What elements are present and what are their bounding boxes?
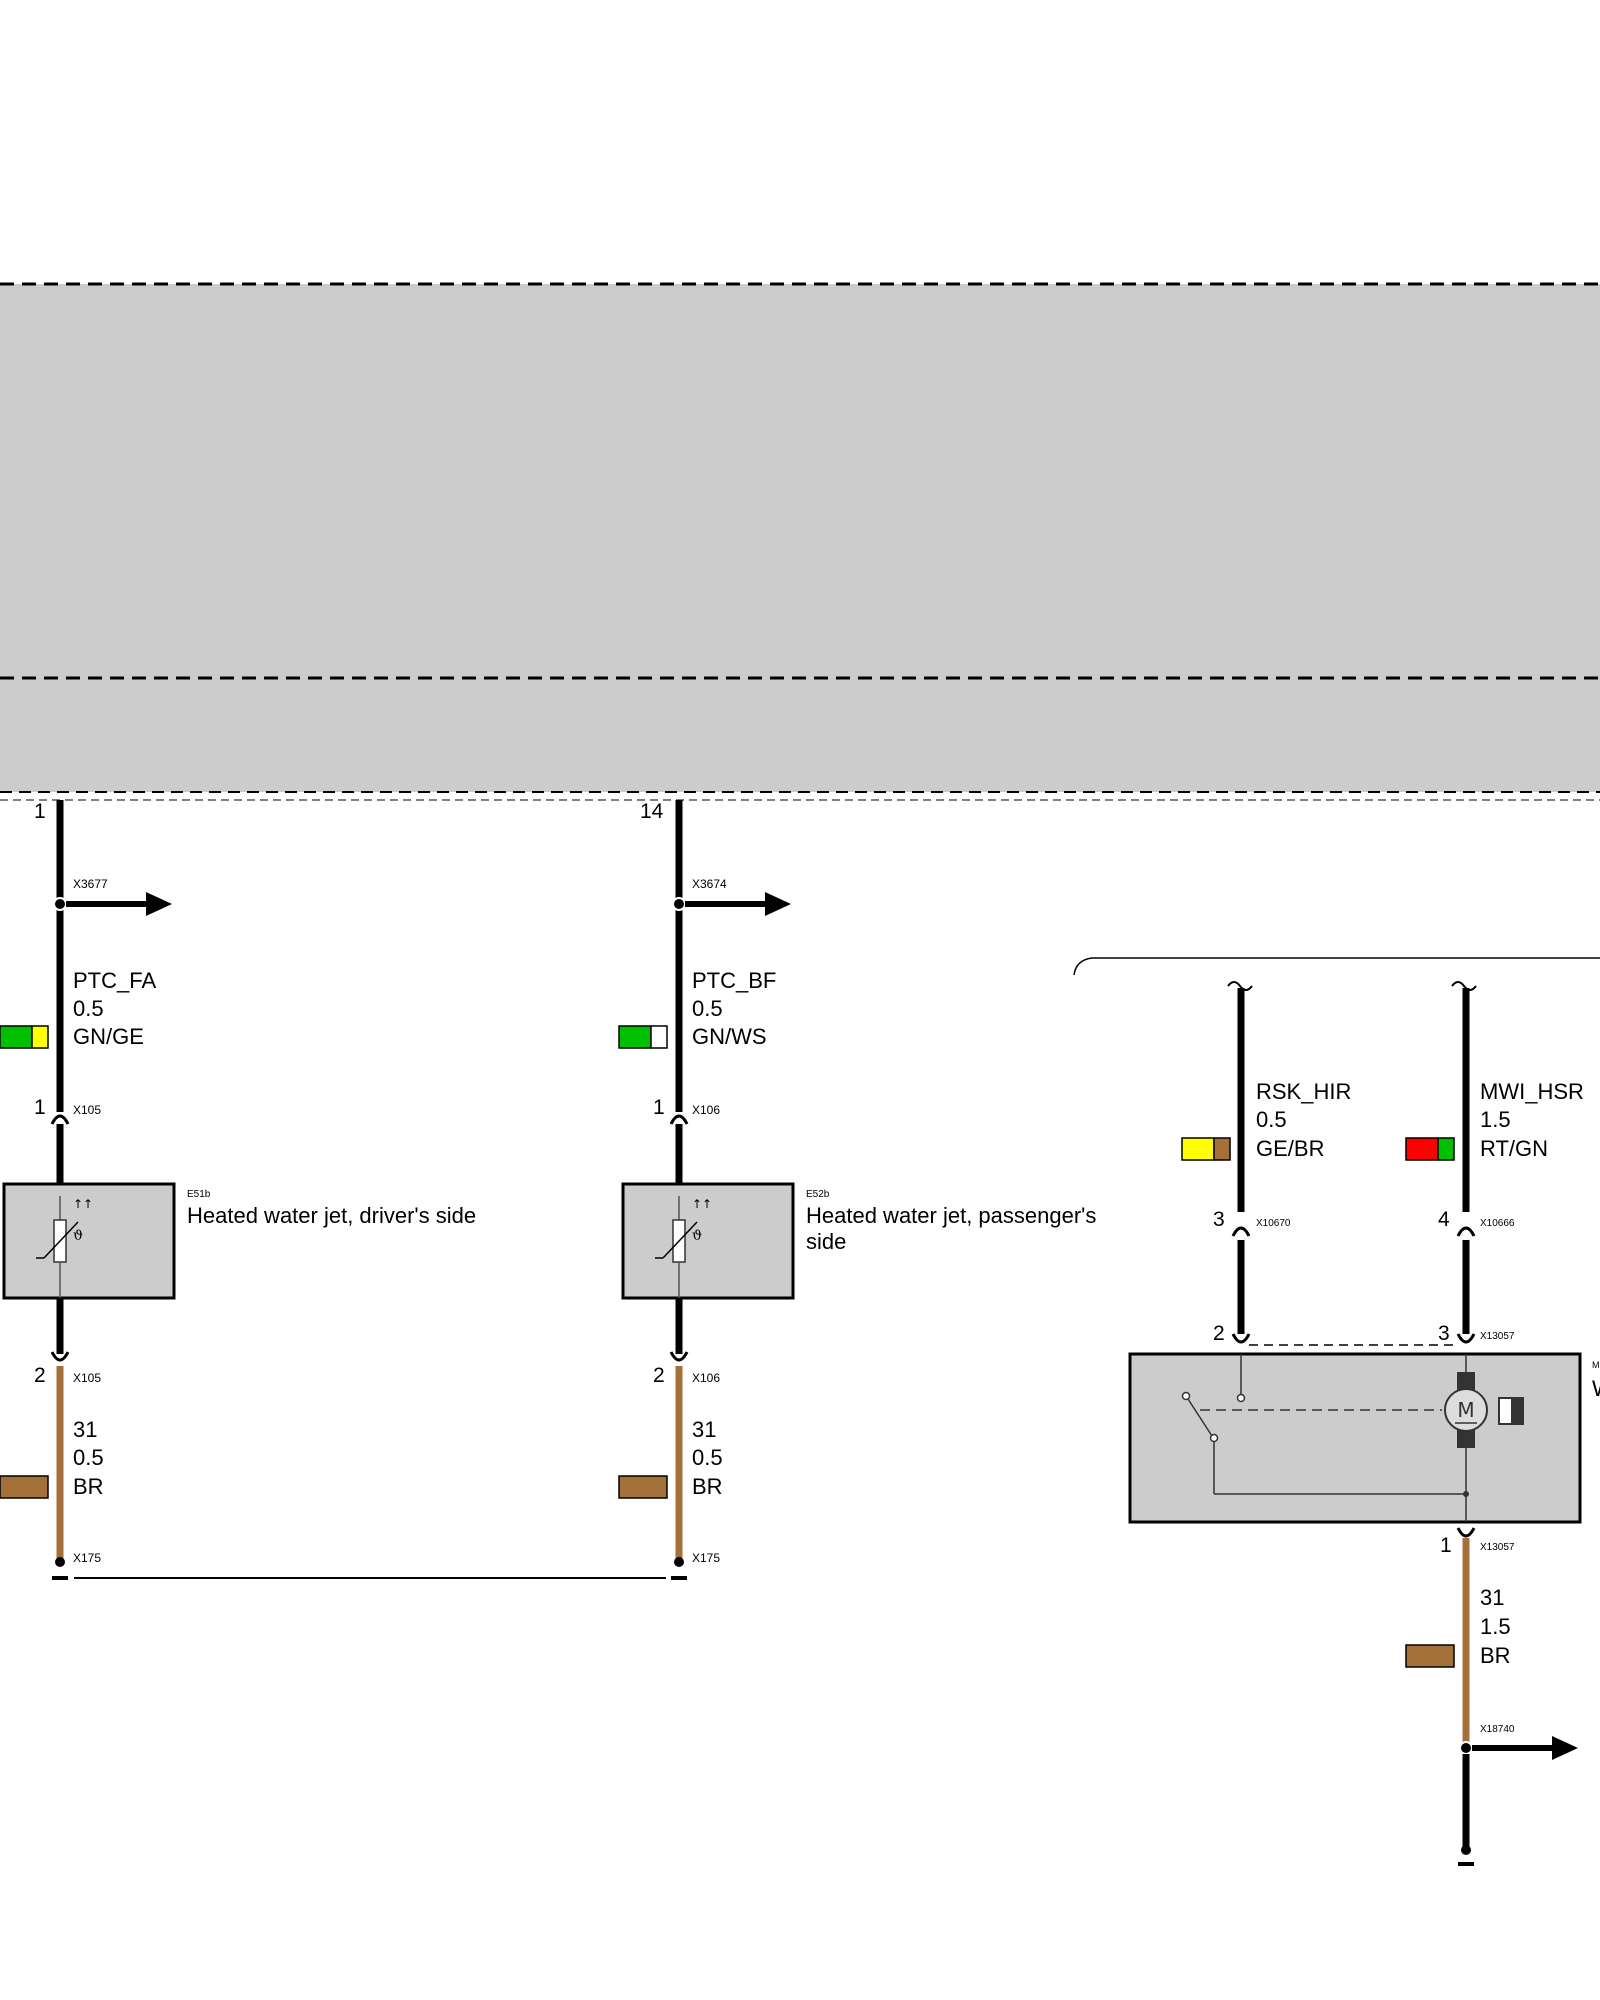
middle-branch-arrow-icon (765, 892, 791, 916)
middle-ptc-heater-icon: ϑ ↑↑ (655, 1196, 712, 1298)
svg-text:ϑ: ϑ (692, 1228, 702, 1244)
left-branch-node (53, 897, 67, 911)
svg-text:↑↑: ↑↑ (73, 1197, 93, 1211)
wire-a-color: GE/BR (1256, 1136, 1324, 1161)
left-ground-signal: 31 (73, 1417, 97, 1442)
wire-a-socket (1231, 1226, 1251, 1237)
wiper-motor-box (1128, 1352, 1582, 1524)
control-unit-housing (0, 282, 1600, 801)
motor-connector: X13057 (1480, 1331, 1515, 1342)
left-pin1: 1 (34, 1096, 46, 1119)
right-branch-arrow-icon (1552, 1736, 1578, 1760)
left-ground-connector: X175 (73, 1551, 101, 1565)
middle-socket-bottom (669, 1351, 689, 1362)
right-circuit: RSK_HIR 0.5 GE/BR 3 X10670 2 MWI_HSR 1.5… (1073, 957, 1600, 1866)
middle-top-pin: 14 (640, 800, 664, 823)
left-component-name: Heated water jet, driver's side (187, 1203, 476, 1228)
switch-lever-icon (1187, 1398, 1213, 1437)
middle-circuit: 14 X3674 PTC_BF 0.5 GN/WS 1 X106 ϑ ↑↑ E5… (618, 800, 1096, 1580)
left-top-pin: 1 (34, 800, 46, 823)
left-component-box (2, 1182, 176, 1300)
middle-wire-color: GN/WS (692, 1024, 767, 1049)
middle-wire-signal: PTC_BF (692, 968, 776, 993)
motor-brush-top-icon (1457, 1372, 1475, 1390)
right-ground-pin: 1 (1440, 1534, 1452, 1557)
left-ground-color-swatch (0, 1475, 49, 1499)
right-ground-color: BR (1480, 1643, 1511, 1668)
left-conn-top: X105 (73, 1103, 101, 1117)
wire-a-connector: X10670 (1256, 1218, 1291, 1229)
right-ground-size: 1.5 (1480, 1614, 1511, 1639)
wire-b-signal: MWI_HSR (1480, 1079, 1584, 1104)
middle-ground-connector: X175 (692, 1551, 720, 1565)
wire-b-break-icon (1451, 981, 1477, 991)
middle-socket-top (669, 1114, 689, 1125)
wire-a-pin: 3 (1213, 1208, 1225, 1231)
wire-b-pin: 4 (1438, 1208, 1450, 1231)
middle-ground-size: 0.5 (692, 1445, 723, 1470)
wire-a-signal: RSK_HIR (1256, 1079, 1351, 1104)
left-ptc-heater-icon: ϑ ↑↑ (36, 1196, 93, 1298)
middle-wire-size: 0.5 (692, 996, 723, 1021)
switch-contact-icon (1181, 1391, 1191, 1401)
left-pin2: 2 (34, 1364, 46, 1387)
left-ground-size: 0.5 (73, 1445, 104, 1470)
left-wire-color-swatch (0, 1025, 49, 1049)
wire-a-color-swatch (1181, 1137, 1231, 1161)
middle-component-id: E52b (806, 1189, 830, 1200)
right-ground-connector: X13057 (1480, 1542, 1515, 1553)
wire-b-size: 1.5 (1480, 1107, 1511, 1132)
middle-conn-top: X106 (692, 1103, 720, 1117)
wire-b-color-swatch (1405, 1137, 1455, 1161)
left-circuit: 1 X3677 PTC_FA 0.5 GN/GE 1 X105 ϑ ↑↑ (0, 800, 476, 1580)
right-ground-color-swatch (1405, 1644, 1455, 1668)
wire-a-size: 0.5 (1256, 1107, 1287, 1132)
left-wire-color: GN/GE (73, 1024, 144, 1049)
motor-name-partial: W (1592, 1376, 1600, 1401)
right-branch-node (1459, 1741, 1473, 1755)
middle-conn-bottom: X106 (692, 1371, 720, 1385)
middle-ground-color-swatch (618, 1475, 668, 1499)
left-socket-top (50, 1114, 70, 1125)
wire-b-color: RT/GN (1480, 1136, 1548, 1161)
middle-component-name-line2: side (806, 1229, 846, 1254)
svg-text:ϑ: ϑ (73, 1228, 83, 1244)
middle-ground-signal: 31 (692, 1417, 716, 1442)
svg-text:↑↑: ↑↑ (692, 1197, 712, 1211)
middle-branch-node (672, 897, 686, 911)
left-socket-bottom (50, 1351, 70, 1362)
middle-pin1: 1 (653, 1096, 665, 1119)
wire-b-socket (1456, 1226, 1476, 1237)
left-wire-signal: PTC_FA (73, 968, 156, 993)
middle-branch-connector: X3674 (692, 877, 727, 891)
left-conn-bottom: X105 (73, 1371, 101, 1385)
middle-component-box (621, 1182, 795, 1300)
middle-wire-color-swatch (618, 1025, 668, 1049)
wiper-motor-internals: M (1181, 1354, 1524, 1522)
left-branch-arrow-icon (146, 892, 172, 916)
middle-ground-color: BR (692, 1474, 723, 1499)
middle-component-name-line1: Heated water jet, passenger's (806, 1203, 1096, 1228)
left-wire-size: 0.5 (73, 996, 104, 1021)
right-group-bracket (1073, 957, 1600, 976)
wire-a-motor-pin: 2 (1213, 1322, 1225, 1345)
right-branch-connector: X18740 (1480, 1724, 1515, 1735)
right-ground-signal: 31 (1480, 1585, 1504, 1610)
left-ground-node (55, 1557, 65, 1567)
wire-b-motor-pin: 3 (1438, 1322, 1450, 1345)
left-branch-connector: X3677 (73, 877, 108, 891)
motor-symbol: M (1457, 1398, 1474, 1422)
wire-b-connector: X10666 (1480, 1218, 1515, 1229)
middle-pin2: 2 (653, 1364, 665, 1387)
left-ground-color: BR (73, 1474, 104, 1499)
motor-label-partial: M (1592, 1360, 1600, 1370)
middle-ground-node (674, 1557, 684, 1567)
left-component-id: E51b (187, 1189, 211, 1200)
motor-brush-bottom-icon (1457, 1430, 1475, 1448)
wire-a-break-icon (1227, 981, 1253, 991)
